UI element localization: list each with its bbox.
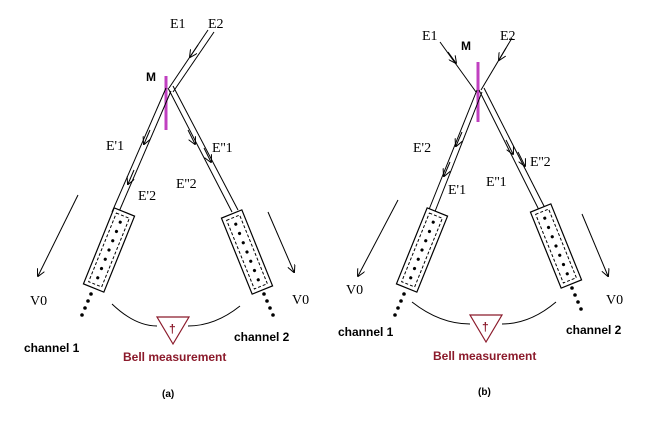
bell-symbol-b: † xyxy=(482,320,489,334)
channel-1-label-b: channel 1 xyxy=(338,325,394,339)
beam-left-arrow-a-2 xyxy=(128,169,135,184)
beam-in-b-1 xyxy=(439,41,477,93)
label-e1pp-a: E''1 xyxy=(212,141,233,156)
bell-symbol-a: † xyxy=(169,322,176,336)
detector-right-b xyxy=(529,203,583,289)
beam-out-right-a-1 xyxy=(167,87,233,213)
trail-right-b xyxy=(570,286,583,311)
beam-right-arrow-a-2 xyxy=(203,147,211,162)
velocity-label-right-b: V0 xyxy=(606,293,623,308)
beam-out-right-b-2 xyxy=(483,87,547,211)
bell-wire-left-b xyxy=(411,301,471,325)
velocity-arrow-left-b xyxy=(358,199,399,276)
panel-a: E1 E2 M E'1 E'2 E''1 E''2 xyxy=(24,17,309,400)
mirror-label-a: M xyxy=(146,70,156,84)
beam-out-right-a-2 xyxy=(172,85,239,211)
velocity-label-right-a: V0 xyxy=(292,293,309,308)
label-e1pp-b: E''1 xyxy=(486,175,507,190)
beam-out-left-a-1 xyxy=(111,87,167,213)
velocity-arrow-right-b xyxy=(581,213,608,276)
panel-b: E1 E2 M E'2 E'1 E''2 E''1 xyxy=(338,29,623,398)
beam-right-arrow-b-1 xyxy=(505,139,513,154)
beam-in-a-1 xyxy=(168,29,209,89)
detector-right-a xyxy=(220,209,274,295)
channel-2-label-b: channel 2 xyxy=(566,323,622,337)
label-e2p-a: E'2 xyxy=(138,189,156,204)
label-e2pp-b: E''2 xyxy=(530,155,551,170)
trail-left-a xyxy=(80,292,93,317)
beam-out-right-b-1 xyxy=(478,89,541,213)
velocity-arrow-right-a xyxy=(267,211,294,272)
velocity-label-left-b: V0 xyxy=(346,283,363,298)
bell-wire-left-a xyxy=(111,303,158,327)
beam-out-left-b-2 xyxy=(433,91,483,215)
beam-in-b-arrow-1 xyxy=(447,51,456,63)
label-e1p-a: E'1 xyxy=(106,139,124,154)
detector-left-b xyxy=(395,207,449,293)
beam-left-arrow-b-1 xyxy=(456,131,463,146)
beam-out-left-b-1 xyxy=(427,89,478,213)
beam-in-b-arrow-2 xyxy=(499,47,507,60)
bell-label-b: Bell measurement xyxy=(433,349,536,363)
label-e2-b: E2 xyxy=(500,29,516,44)
trail-right-a xyxy=(262,292,275,317)
beam-right-arrow-b-2 xyxy=(517,151,525,166)
channel-2-label-a: channel 2 xyxy=(234,330,290,344)
beam-left-arrow-a-1 xyxy=(144,129,151,144)
bell-triangle-b xyxy=(468,314,504,344)
beam-in-arrow-a xyxy=(190,44,199,57)
label-e2p-b: E'2 xyxy=(413,141,431,156)
label-e2-a: E2 xyxy=(208,17,224,32)
bell-label-a: Bell measurement xyxy=(123,350,226,364)
detector-left-a xyxy=(82,207,136,293)
label-e1-a: E1 xyxy=(170,17,186,32)
mirror-label-b: M xyxy=(461,39,471,53)
bell-wire-right-a xyxy=(187,305,241,327)
beam-in-a-2 xyxy=(172,31,215,93)
label-e1-b: E1 xyxy=(422,29,438,44)
bell-wire-right-b xyxy=(501,301,557,325)
velocity-label-left-a: V0 xyxy=(30,294,47,309)
label-e2pp-a: E''2 xyxy=(176,177,197,192)
velocity-arrow-left-a xyxy=(38,194,79,276)
bell-triangle-a xyxy=(155,316,191,346)
caption-b: (b) xyxy=(478,387,491,398)
beam-right-arrow-a-1 xyxy=(187,129,195,144)
beam-out-left-a-2 xyxy=(117,90,172,215)
label-e1p-b: E'1 xyxy=(448,183,466,198)
caption-a: (a) xyxy=(162,389,174,400)
beam-in-b-2 xyxy=(480,37,513,91)
channel-1-label-a: channel 1 xyxy=(24,341,80,355)
beam-left-arrow-b-2 xyxy=(444,161,451,176)
trail-left-b xyxy=(393,292,406,317)
